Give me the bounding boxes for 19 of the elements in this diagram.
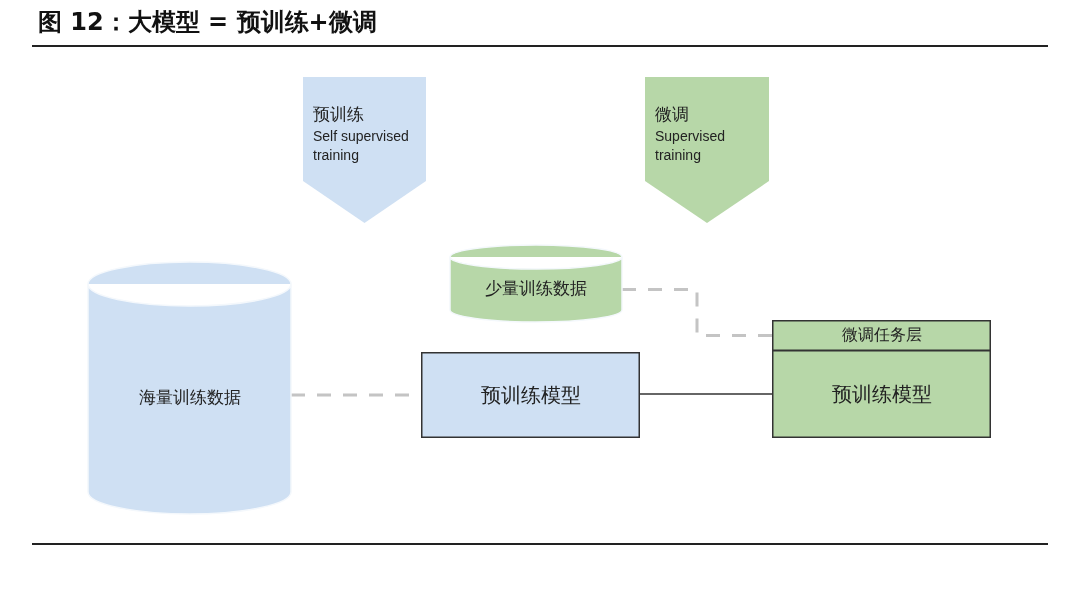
- banner-arrow: [303, 77, 426, 223]
- banner-heading: 微调: [655, 105, 690, 124]
- model-box: [772, 350, 991, 438]
- banner-text: Self supervised training: [313, 127, 410, 165]
- title: 图 12：大模型 = 预训练+微调: [38, 7, 377, 38]
- box-label: 预训练模型: [830, 381, 933, 408]
- banner-arrow: [645, 77, 769, 223]
- box-label: 微调任务层: [840, 325, 923, 347]
- banner-text: Supervised training: [655, 127, 727, 165]
- cylinder-label: 少量训练数据: [484, 276, 588, 300]
- connector: [639, 393, 773, 395]
- database-cylinder: [88, 262, 291, 514]
- cylinder-label: 海量训练数据: [137, 386, 242, 409]
- box-label: 预训练模型: [479, 382, 582, 409]
- database-cylinder: [450, 245, 622, 322]
- banner-heading: 预训练: [313, 105, 365, 124]
- model-box: [421, 352, 640, 438]
- dashed-connector: [622, 288, 772, 337]
- model-box: [772, 320, 991, 351]
